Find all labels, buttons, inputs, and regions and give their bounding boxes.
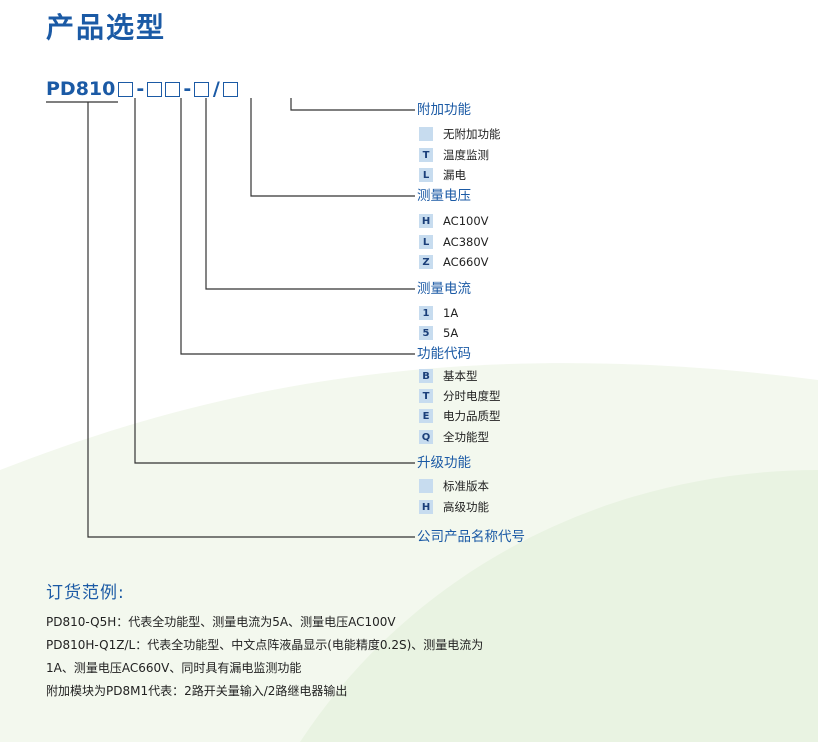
model-dash: - bbox=[136, 78, 145, 100]
example-title: 订货范例: bbox=[46, 583, 125, 603]
option-text: 漏电 bbox=[443, 168, 466, 182]
option-code: B bbox=[419, 369, 433, 383]
option-text: 基本型 bbox=[443, 369, 478, 383]
option-text: 温度监测 bbox=[443, 148, 489, 162]
option-code: H bbox=[419, 500, 433, 514]
option-code: L bbox=[419, 168, 433, 182]
page-title: 产品选型 bbox=[46, 11, 167, 44]
option-text: AC660V bbox=[443, 255, 489, 269]
option-text: 电力品质型 bbox=[443, 409, 501, 423]
option-code: Z bbox=[419, 255, 433, 269]
option-text: 1A bbox=[443, 306, 459, 320]
option-code: 1 bbox=[419, 306, 433, 320]
option-text: 标准版本 bbox=[443, 479, 489, 493]
slot-voltage bbox=[194, 81, 210, 97]
option-code: T bbox=[419, 389, 433, 403]
example-line: 附加模块为PD8M1代表：2路开关量输入/2路继电器输出 bbox=[46, 684, 348, 698]
option-code: T bbox=[419, 148, 433, 162]
option-item: T 分时电度型 bbox=[419, 388, 501, 404]
category-voltage: 测量电压 bbox=[417, 188, 471, 204]
option-text: AC100V bbox=[443, 214, 489, 228]
example-line: 1A、测量电压AC660V、同时具有漏电监测功能 bbox=[46, 661, 302, 675]
category-current: 测量电流 bbox=[417, 281, 471, 297]
option-code: L bbox=[419, 235, 433, 249]
option-item: 无附加功能 bbox=[419, 126, 501, 142]
slot-function bbox=[147, 81, 163, 97]
option-item: E 电力品质型 bbox=[419, 408, 501, 424]
option-code: H bbox=[419, 214, 433, 228]
model-code: PD810 - - / bbox=[46, 77, 239, 101]
option-item: L AC380V bbox=[419, 234, 489, 250]
category-addon: 附加功能 bbox=[417, 102, 471, 118]
option-item: Z AC660V bbox=[419, 254, 489, 270]
option-item: H 高级功能 bbox=[419, 499, 489, 515]
option-code: 5 bbox=[419, 326, 433, 340]
option-item: H AC100V bbox=[419, 213, 489, 229]
category-upgrade: 升级功能 bbox=[417, 455, 471, 471]
example-line: PD810H-Q1Z/L：代表全功能型、中文点阵液晶显示(电能精度0.2S)、测… bbox=[46, 638, 484, 652]
option-item: L 漏电 bbox=[419, 167, 466, 183]
option-text: AC380V bbox=[443, 235, 489, 249]
example-line: PD810-Q5H：代表全功能型、测量电流为5A、测量电压AC100V bbox=[46, 615, 396, 629]
option-item: B 基本型 bbox=[419, 368, 478, 384]
option-text: 5A bbox=[443, 326, 459, 340]
category-function: 功能代码 bbox=[417, 346, 471, 362]
option-code: Q bbox=[419, 430, 433, 444]
option-text: 无附加功能 bbox=[443, 127, 501, 141]
slot-current bbox=[165, 81, 181, 97]
option-item: 标准版本 bbox=[419, 478, 489, 494]
option-item: 5 5A bbox=[419, 325, 458, 341]
slot-addon bbox=[223, 81, 239, 97]
model-dash: - bbox=[183, 78, 192, 100]
option-code bbox=[419, 479, 433, 493]
option-item: Q 全功能型 bbox=[419, 429, 489, 445]
category-company-code: 公司产品名称代号 bbox=[417, 529, 525, 545]
option-item: 1 1A bbox=[419, 305, 458, 321]
slot-upgrade bbox=[118, 81, 134, 97]
option-text: 分时电度型 bbox=[443, 389, 501, 403]
model-prefix: PD810 bbox=[46, 78, 116, 100]
option-code: E bbox=[419, 409, 433, 423]
option-item: T 温度监测 bbox=[419, 147, 489, 163]
model-slash: / bbox=[212, 78, 220, 100]
option-text: 高级功能 bbox=[443, 500, 489, 514]
order-example: 订货范例: PD810-Q5H：代表全功能型、测量电流为5A、测量电压AC100… bbox=[46, 578, 483, 703]
option-text: 全功能型 bbox=[443, 430, 489, 444]
option-code bbox=[419, 127, 433, 141]
